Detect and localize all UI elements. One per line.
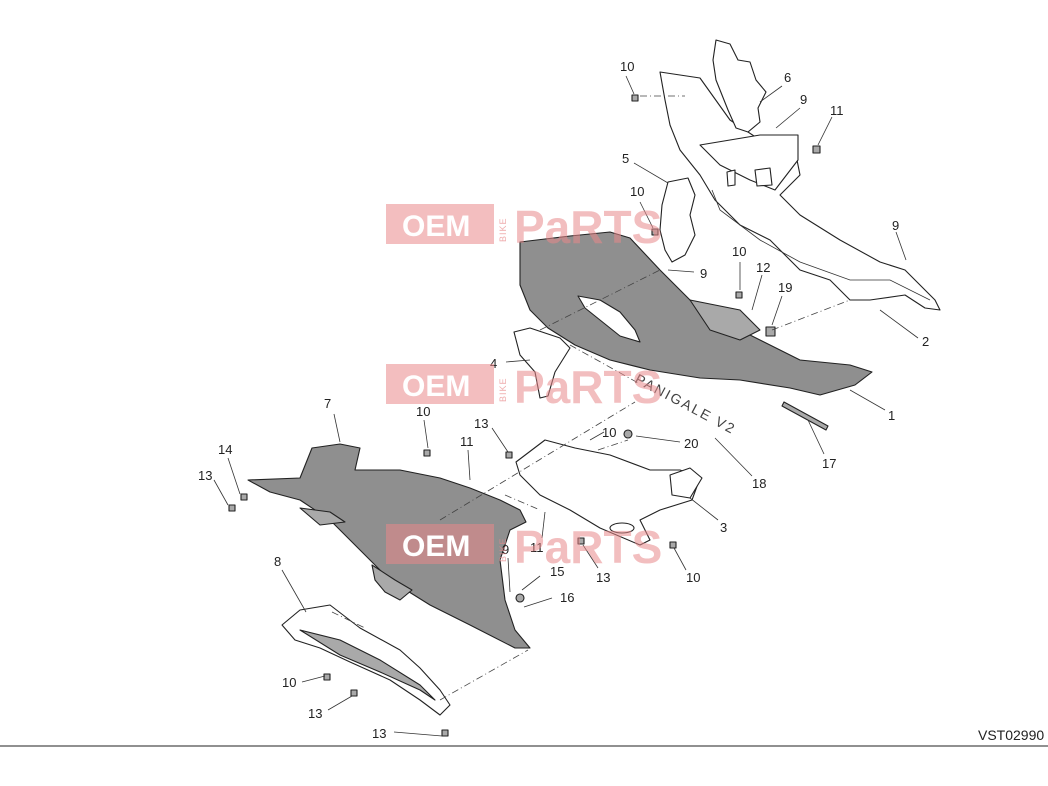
callout-label: 1 (888, 408, 895, 423)
fasteners (228, 94, 821, 737)
callout-label: 10 (282, 675, 296, 690)
callout-label: 10 (732, 244, 746, 259)
watermark-bike-text: BIKE (498, 377, 508, 402)
callout-label: 3 (720, 520, 727, 535)
watermark-middle: OEM BIKE PaRTS (386, 361, 662, 413)
callout-label: 10 (416, 404, 430, 419)
callout-label: 13 (308, 706, 322, 721)
callout-label: 11 (830, 103, 844, 118)
watermark-parts-text: PaRTS (514, 521, 662, 573)
callout-label: 15 (550, 564, 564, 579)
watermark-oem-text: OEM (402, 530, 470, 563)
callout-label: 6 (784, 70, 791, 85)
watermark-oem-text: OEM (402, 370, 470, 403)
reference-code: VST02990 (978, 727, 1044, 743)
callout-label: 11 (530, 540, 544, 555)
watermark-bike-text: BIKE (498, 537, 508, 562)
part-small-cover (513, 327, 571, 399)
callout-label: 16 (560, 590, 574, 605)
callout-label: 7 (324, 396, 331, 411)
callout-label: 14 (218, 442, 232, 457)
watermark-parts-text: PaRTS (514, 201, 662, 253)
part-bracket (659, 177, 696, 263)
part-lower-bracket (515, 439, 703, 546)
callout-labels: 10 6 9 11 5 10 9 9 10 12 19 2 1 4 17 18 … (198, 59, 929, 741)
callout-label: 9 (800, 92, 807, 107)
callout-label: 20 (684, 436, 698, 451)
watermark-top: OEM BIKE PaRTS (386, 201, 662, 253)
callout-label: 13 (474, 416, 488, 431)
callout-label: 11 (460, 434, 474, 449)
assembly-lines (331, 95, 851, 701)
callout-label: 12 (756, 260, 770, 275)
part-strip (781, 401, 829, 431)
callout-label: 4 (490, 356, 497, 371)
callout-leaders (213, 75, 919, 737)
watermark-parts-text: PaRTS (514, 361, 662, 413)
callout-label: 9 (892, 218, 899, 233)
callout-label: 19 (778, 280, 792, 295)
part-belly-pan (281, 604, 451, 716)
callout-label: 2 (922, 334, 929, 349)
callout-label: 13 (198, 468, 212, 483)
watermark-oem-text: OEM (402, 210, 470, 243)
watermark-bike-text: BIKE (498, 217, 508, 242)
callout-label: 17 (822, 456, 836, 471)
callout-label: 13 (372, 726, 386, 741)
callout-label: 9 (502, 542, 509, 557)
part-small-panel (712, 39, 767, 133)
part-inner-cover-upper (659, 71, 941, 311)
part-side-fairing (519, 231, 873, 396)
callout-label: 5 (622, 151, 629, 166)
callout-label: 10 (630, 184, 644, 199)
callout-label: 13 (596, 570, 610, 585)
callout-label: 10 (602, 425, 616, 440)
callout-label: 10 (620, 59, 634, 74)
callout-label: 10 (686, 570, 700, 585)
watermark-bottom: OEM BIKE PaRTS (386, 521, 662, 573)
callout-label: 8 (274, 554, 281, 569)
callout-label: 9 (700, 266, 707, 281)
callout-label: 18 (752, 476, 766, 491)
